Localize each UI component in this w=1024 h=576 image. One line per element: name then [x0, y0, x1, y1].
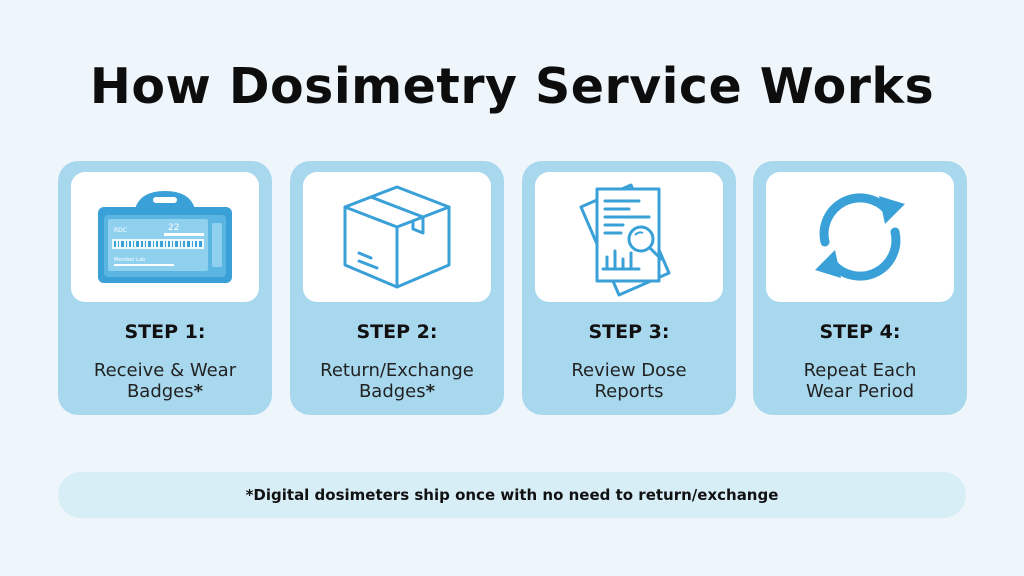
step-1-desc-line-1: Receive & Wear: [93, 360, 237, 381]
badge-number-text: 22: [168, 223, 179, 233]
report-icon: [579, 183, 671, 297]
badge-name-text: Member Lab: [114, 257, 145, 263]
badge-brand-text: RDC: [114, 227, 127, 234]
step-2-icon-box: [303, 172, 491, 302]
refresh-icon: [815, 193, 905, 281]
step-card-1: RDC 22 Member Lab STEP 1:: [58, 161, 272, 415]
step-2-label: STEP 2:: [356, 321, 438, 343]
step-1-desc-line-2: Badges: [126, 381, 194, 402]
step-card-2: STEP 2: Return/Exchange Badges*: [290, 161, 504, 415]
step-1-description: Receive & Wear Badges*: [58, 360, 272, 402]
step-4-label: STEP 4:: [819, 321, 901, 343]
step-4-icon-box: [766, 172, 954, 302]
step-2-description: Return/Exchange Badges*: [290, 360, 504, 402]
step-4-description: Repeat Each Wear Period: [753, 360, 967, 402]
step-card-4: STEP 4: Repeat Each Wear Period: [753, 161, 967, 415]
step-3-icon-box: [535, 172, 723, 302]
step-4-desc-line-1: Repeat Each: [803, 360, 917, 381]
step-3-label: STEP 3:: [588, 321, 670, 343]
step-2-asterisk: *: [425, 381, 436, 402]
step-2-desc-line-1: Return/Exchange: [320, 360, 474, 381]
badge-icon: RDC 22 Member Lab: [98, 191, 232, 283]
step-3-desc-line-2: Reports: [594, 381, 664, 402]
step-2-desc-line-2: Badges: [358, 381, 426, 402]
step-3-description: Review Dose Reports: [522, 360, 736, 402]
step-1-icon-box: RDC 22 Member Lab: [71, 172, 259, 302]
page-title: How Dosimetry Service Works: [89, 58, 935, 115]
step-card-3: STEP 3: Review Dose Reports: [522, 161, 736, 415]
step-4-desc-line-2: Wear Period: [805, 381, 915, 402]
step-1-label: STEP 1:: [124, 321, 206, 343]
footnote-text: *Digital dosimeters ship once with no ne…: [245, 486, 779, 504]
footnote-banner: *Digital dosimeters ship once with no ne…: [58, 472, 966, 518]
step-3-desc-line-1: Review Dose: [571, 360, 687, 381]
step-1-asterisk: *: [193, 381, 204, 402]
box-icon: [343, 185, 451, 289]
